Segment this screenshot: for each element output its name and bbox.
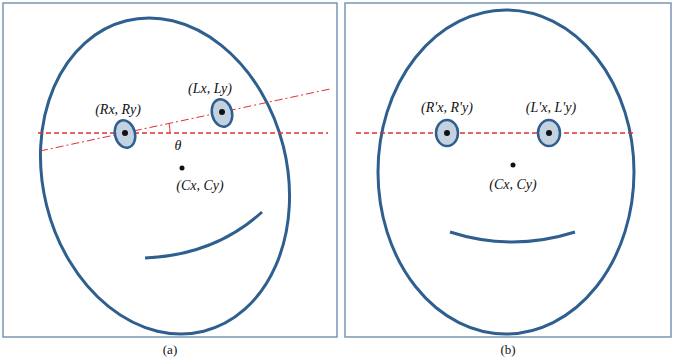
eye-center-dot xyxy=(444,130,450,136)
eye-center-dot xyxy=(219,109,225,115)
left-eye xyxy=(209,97,235,129)
face-center-dot xyxy=(180,166,185,171)
panel-caption: (a) xyxy=(161,343,179,357)
angle-arc xyxy=(169,124,170,134)
horizontal-reference-line xyxy=(38,132,328,134)
mouth xyxy=(145,212,262,258)
panel-frame xyxy=(345,3,671,337)
coordinate-label: (R'x, R'y) xyxy=(419,100,475,115)
left-eye xyxy=(538,120,560,146)
coordinate-label: (Cx, Cy) xyxy=(174,178,225,193)
eye-center-dot xyxy=(546,130,552,136)
panel-caption: (b) xyxy=(498,343,517,357)
angle-label: θ xyxy=(173,138,184,153)
eye-axis-line xyxy=(40,89,330,151)
face-outline xyxy=(8,0,322,360)
mouth xyxy=(450,232,575,242)
face-center-dot xyxy=(511,163,516,168)
right-eye xyxy=(112,118,138,150)
horizontal-reference-line xyxy=(356,132,634,134)
right-eye xyxy=(436,120,458,146)
coordinate-label: (L'x, L'y) xyxy=(524,100,578,115)
coordinate-label: (Lx, Ly) xyxy=(186,81,234,96)
eye-center-dot xyxy=(122,130,128,136)
coordinate-label: (Cx, Cy) xyxy=(487,177,538,192)
face-outline xyxy=(378,10,634,334)
coordinate-label: (Rx, Ry) xyxy=(93,102,143,117)
